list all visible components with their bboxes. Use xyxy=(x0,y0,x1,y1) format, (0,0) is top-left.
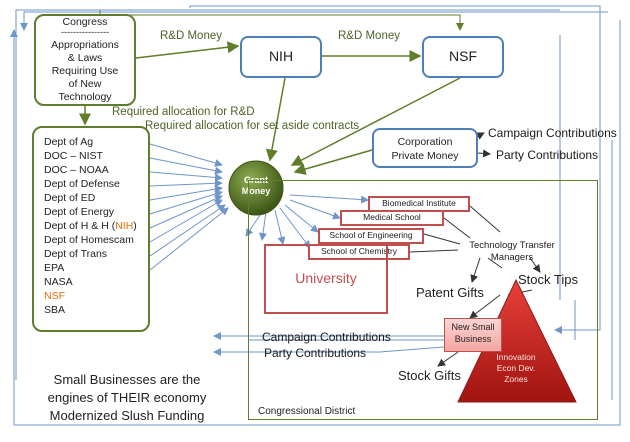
dept-hh-nih: NIH xyxy=(115,220,134,232)
dept-item-hh: Dept of H & H (NIH) xyxy=(44,220,137,232)
slogan-line1: Small Businesses are the xyxy=(53,372,201,387)
campaign-contributions-top: Campaign Contributions xyxy=(488,126,617,140)
innovation-line1: Innovation xyxy=(496,352,536,362)
school-chemistry-label: School of Chemistry xyxy=(320,246,398,256)
new-small-business-box xyxy=(444,318,502,352)
tech-transfer-lines xyxy=(409,205,541,296)
innovation-line3: Zones xyxy=(504,374,528,384)
dept-item: DOC – NOAA xyxy=(44,164,109,176)
corporation-box xyxy=(372,128,478,168)
party-contributions-top: Party Contributions xyxy=(496,148,599,162)
party-contributions-bottom: Party Contributions xyxy=(264,346,367,360)
congress-line: & Laws xyxy=(67,52,103,64)
dept-item: Dept of ED xyxy=(44,192,96,204)
nih-label: NIH xyxy=(268,48,294,64)
dept-item: DOC – NIST xyxy=(44,150,103,162)
arrow-nih-grant xyxy=(265,77,286,162)
patent-gifts-label: Patent Gifts xyxy=(416,285,484,300)
campaign-contributions-bottom: Campaign Contributions xyxy=(262,330,391,344)
congress-divider: ---------------- xyxy=(61,27,109,37)
dept-item-nsf: NSF xyxy=(44,290,65,302)
tech-transfer-line1: Technology Transfer xyxy=(469,240,555,251)
corporation-line2: Private Money xyxy=(391,150,459,162)
arrow-nsf-grant xyxy=(290,77,461,166)
slogan-line2: engines of THEIR economy xyxy=(47,390,207,405)
dept-hh-close: ) xyxy=(133,220,137,232)
new-small-business-line1: New Small xyxy=(451,322,495,332)
grant-money-line2: Money xyxy=(241,186,271,196)
medical-school-box xyxy=(340,210,444,226)
innovation-line2: Econ Dev. xyxy=(496,363,536,373)
medical-school-label: Medical School xyxy=(363,212,421,222)
required-setaside-label: Required allocation for set aside contra… xyxy=(145,120,360,132)
required-rd-label: Required allocation for R&D xyxy=(112,106,255,118)
congress-box xyxy=(34,14,136,106)
congressional-district-label: Congressional District xyxy=(258,406,356,417)
tech-transfer-line2: Managers xyxy=(490,252,534,263)
university-label: University xyxy=(295,270,357,286)
outer-loop-lines xyxy=(10,5,621,426)
dept-arrows xyxy=(149,143,229,271)
congress-title: Congress xyxy=(62,16,108,28)
nsf-box xyxy=(422,36,504,78)
arrow-corp-grant xyxy=(293,149,373,175)
dept-item: EPA xyxy=(44,262,65,274)
school-engineering-label: School of Engineering xyxy=(329,230,413,240)
corporation-line1: Corporation xyxy=(397,136,453,148)
dept-item: Dept of Trans xyxy=(44,248,108,260)
dept-item: Dept of Ag xyxy=(44,136,94,148)
dept-hh-text: Dept of H & H ( xyxy=(44,220,116,232)
arrow-congress-nih xyxy=(135,41,240,59)
nih-box xyxy=(240,36,322,78)
slogan-line3: Modernized Slush Funding xyxy=(49,408,205,423)
school-engineering-box xyxy=(318,228,424,244)
grant-to-school-arrows xyxy=(245,194,369,249)
nsf-label: NSF xyxy=(449,48,477,64)
dept-item: Dept of Homescam xyxy=(44,234,134,246)
grant-money-sphere xyxy=(228,160,284,216)
congress-line: Appropriations xyxy=(51,39,119,51)
stock-gifts-label: Stock Gifts xyxy=(398,368,461,383)
departments-box xyxy=(32,126,150,332)
rd-money-left-label: R&D Money xyxy=(160,30,222,42)
congressional-district-frame xyxy=(248,180,598,420)
dept-item: Dept of Defense xyxy=(44,178,120,190)
congress-line: Requiring Use xyxy=(51,65,119,77)
congress-line: Technology xyxy=(58,91,112,103)
biomedical-institute-label: Biomedical Institute xyxy=(382,198,456,208)
dept-item: SBA xyxy=(44,304,66,316)
new-small-business-line2: Business xyxy=(454,334,492,344)
dept-item: Dept of Energy xyxy=(44,206,115,218)
dept-item: NASA xyxy=(44,276,73,288)
university-box xyxy=(264,244,388,314)
stock-tips-label: Stock Tips xyxy=(518,272,578,287)
rd-money-right-label: R&D Money xyxy=(338,30,400,42)
congress-line: of New xyxy=(68,78,102,90)
